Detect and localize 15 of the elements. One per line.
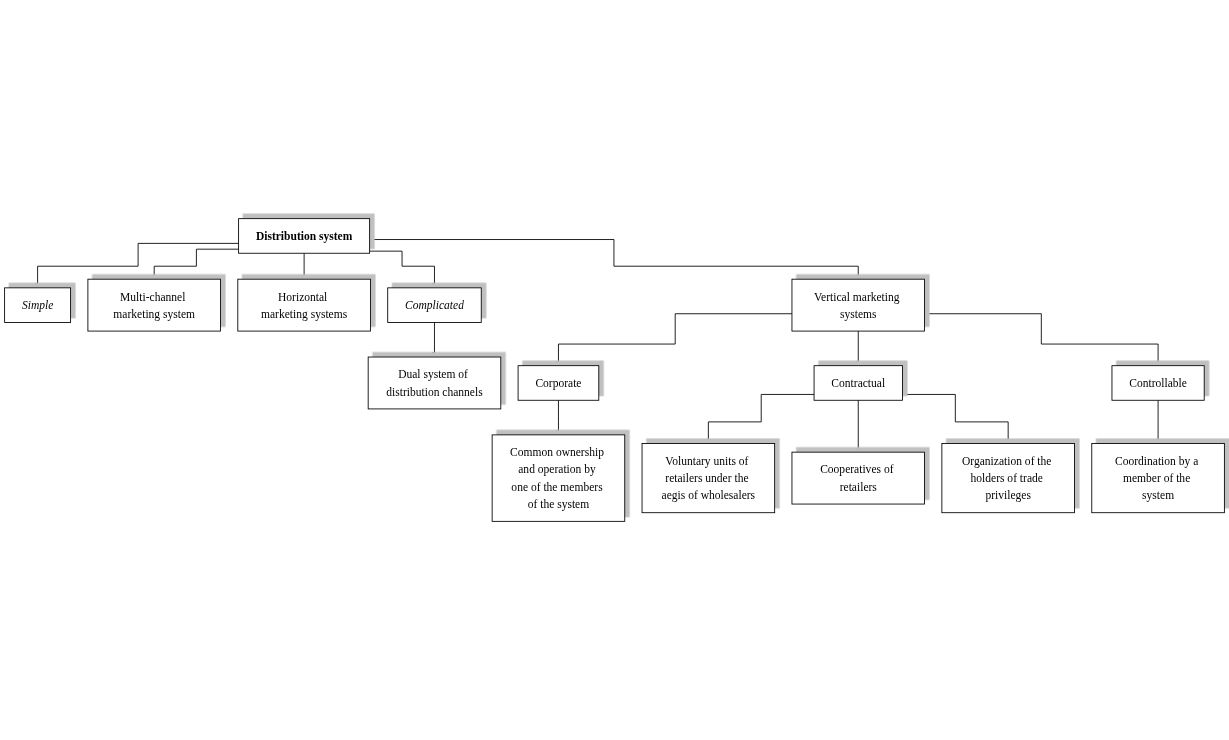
node-box: Multi-channel marketing system [87,278,221,332]
node-box: Complicated [387,287,482,323]
node-box: Distribution system [238,218,371,254]
node-box: Dual system of distribution channels [367,356,502,410]
node-box: Common ownership and operation by one of the members of the system [491,434,626,522]
node-box: Contractual [813,365,903,401]
node-box: Coordination by a member of the system [1091,443,1225,514]
node-box: Voluntary units of retailers under the aegis of wholesalers [641,443,776,514]
node-box: Corporate [517,365,600,401]
node-box: Simple [4,287,72,323]
node-box: Cooperatives of retailers [791,451,925,505]
node-box: Horizontal marketing systems [237,278,371,332]
node-box: Vertical marketing systems [791,278,925,332]
node-box: Controllable [1111,365,1205,401]
node-box: Organization of the holders of trade privileges [941,443,1075,514]
